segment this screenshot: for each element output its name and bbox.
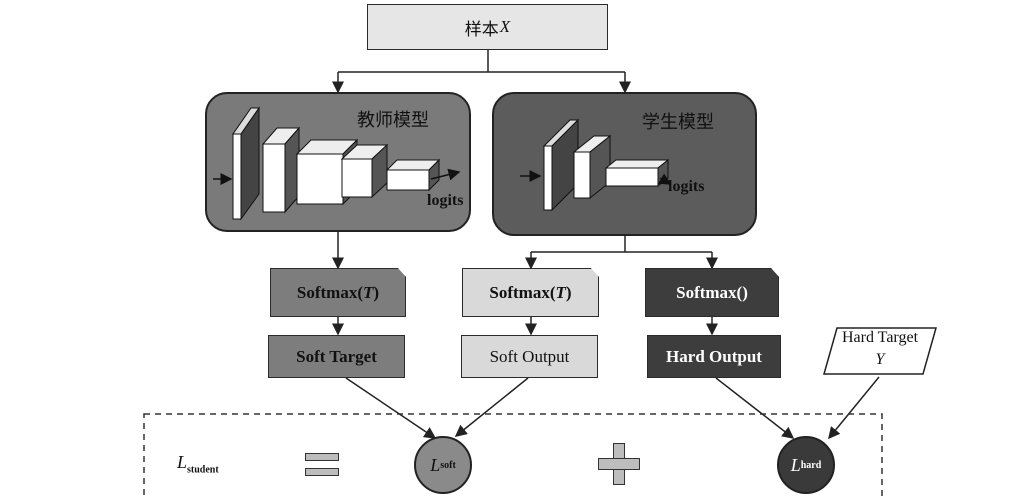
soft-output-box: Soft Output — [461, 335, 598, 378]
softmax-teacher-suffix: ) — [373, 282, 380, 302]
hard-output-label: Hard Output — [666, 346, 762, 366]
hard-target-box: Hard Target Y — [823, 327, 937, 375]
loss-soft-symbol: L — [430, 454, 441, 475]
equals-sign: = — [305, 453, 339, 479]
teacher-network-icon — [213, 106, 461, 221]
teacher-model-panel: 教师模型 logits — [205, 92, 471, 232]
hard-target-shape — [823, 327, 937, 375]
softmax-student-soft-suffix: ) — [565, 282, 572, 302]
loss-hard-sub: hard — [800, 459, 822, 471]
student-logits-label: logits — [668, 178, 705, 195]
loss-hard-symbol: L — [790, 454, 801, 475]
soft-target-label: Soft Target — [296, 346, 377, 366]
softmax-student-hard-label: Softmax() — [676, 282, 748, 302]
sample-label: 样本 — [464, 19, 499, 40]
hard-output-box: Hard Output — [647, 335, 781, 378]
sample-var: X — [499, 17, 511, 36]
softmax-student-soft-box: Softmax( T ) — [462, 268, 599, 317]
teacher-logits-label: logits — [427, 192, 464, 209]
student-model-title: 学生模型 — [642, 112, 714, 133]
softmax-student-hard-box: Softmax() — [645, 268, 779, 317]
plus-sign: + — [598, 443, 640, 485]
sample-x-box: 样本 X — [367, 4, 608, 50]
soft-output-label: Soft Output — [489, 346, 570, 366]
softmax-teacher-var: T — [363, 282, 374, 302]
soft-target-box: Soft Target — [268, 335, 405, 378]
loss-soft-sub: soft — [440, 459, 456, 471]
loss-student-symbol: L — [177, 452, 188, 472]
student-network-icon — [520, 118, 672, 212]
loss-student-sub: student — [187, 464, 219, 476]
student-model-panel: 学生模型 logits — [492, 92, 757, 236]
hard-target-var: Y — [875, 351, 885, 368]
softmax-teacher-box: Softmax( T ) — [270, 268, 406, 317]
teacher-model-title: 教师模型 — [357, 110, 429, 131]
softmax-student-soft-prefix: Softmax( — [489, 282, 556, 302]
loss-student-label: Lstudent — [177, 452, 219, 476]
softmax-student-soft-var: T — [555, 282, 566, 302]
softmax-teacher-prefix: Softmax( — [296, 282, 364, 302]
hard-target-label: Hard Target — [841, 329, 919, 346]
